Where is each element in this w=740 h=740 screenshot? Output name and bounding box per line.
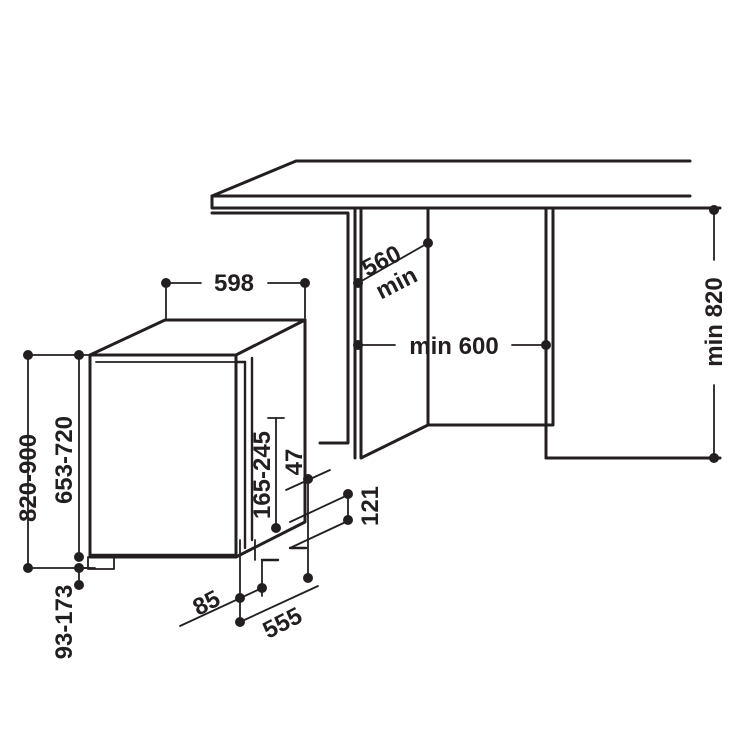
label-598: 598 [214, 270, 254, 297]
dim-653-720-bottom-dot [74, 552, 84, 562]
dim-820-bottom-dot [709, 453, 719, 463]
dim-niche-height [709, 205, 719, 463]
dim-47-dot [303, 474, 313, 484]
label-85: 85 [189, 585, 225, 621]
label-min-820: min 820 [701, 277, 728, 366]
label-121: 121 [357, 486, 384, 526]
niche-back-wall [210, 206, 357, 460]
dim-598-left-dot [161, 278, 171, 288]
dim-gap-47 [285, 469, 331, 579]
dim-93-173-top-dot [74, 563, 84, 573]
dim-85-left-dot [235, 593, 245, 603]
label-165-245: 165-245 [249, 431, 276, 519]
dim-600-left-dot [353, 340, 363, 350]
dishwasher [88, 318, 307, 559]
dim-door-165-245 [267, 417, 285, 533]
dim-600-right-dot [541, 340, 551, 350]
dim-820-top-dot [709, 205, 719, 215]
dim-555-left-dot [235, 617, 245, 627]
label-min-600: min 600 [409, 333, 498, 360]
dim-width-598 [161, 278, 310, 319]
label-93-173: 93-173 [51, 585, 78, 660]
label-653-720: 653-720 [51, 416, 78, 504]
dishwasher-feet [87, 539, 308, 570]
dim-niche-width [353, 340, 551, 350]
dim-depth-560 [353, 238, 433, 288]
label-555: 555 [259, 602, 307, 644]
dim-plinth-93-173 [74, 563, 96, 590]
dim-body-653-720 [74, 350, 84, 562]
dim-85-right-dot [257, 583, 267, 593]
dim-560-left-dot [353, 278, 363, 288]
countertop [210, 159, 722, 210]
left-cabinet [359, 206, 430, 460]
dim-653-720-top-dot [74, 350, 84, 360]
label-47: 47 [281, 449, 308, 476]
dim-820-900-bottom-dot [23, 563, 33, 573]
label-820-900: 820-900 [15, 434, 42, 522]
dim-165-245-dot [271, 523, 281, 533]
dim-555-right-dot [303, 573, 313, 583]
dim-598-right-dot [300, 278, 310, 288]
right-cabinet [426, 206, 722, 460]
dim-560-right-dot [423, 238, 433, 248]
dim-121-top-dot [343, 489, 353, 499]
dim-93-173-bottom-dot [74, 580, 84, 590]
dim-820-900-top-dot [23, 350, 33, 360]
dim-depth-85-555 [179, 539, 319, 627]
dim-121-bottom-dot [343, 515, 353, 525]
dim-foot-121 [289, 489, 353, 549]
